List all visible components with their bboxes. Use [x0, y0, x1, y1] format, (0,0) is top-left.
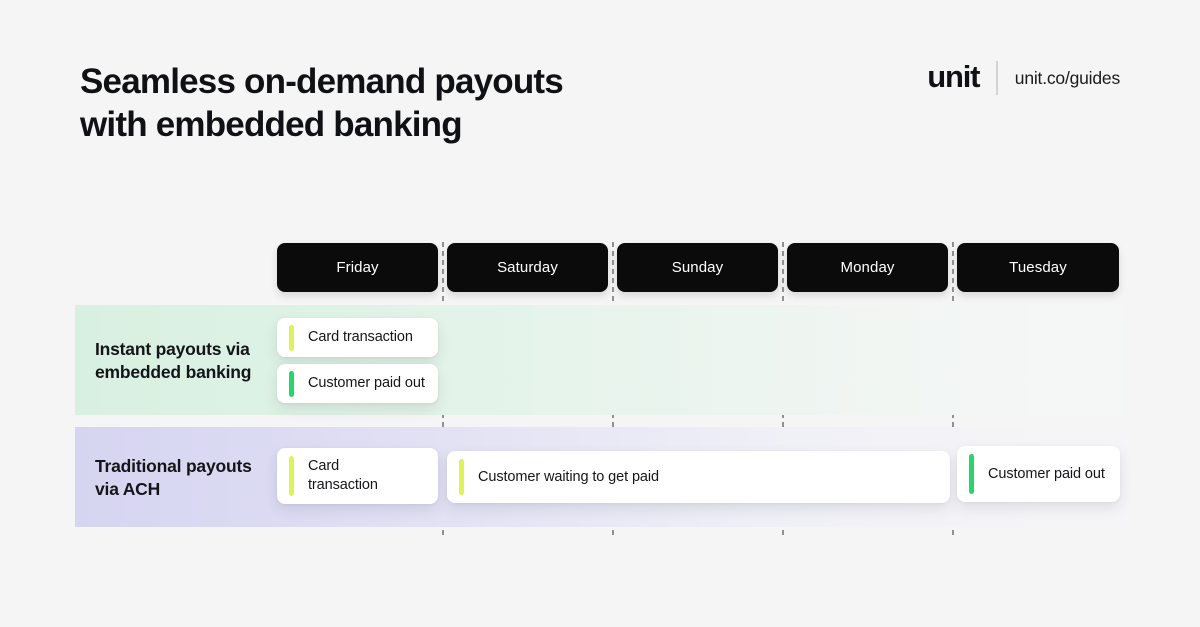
- page-title: Seamless on-demand payouts with embedded…: [80, 60, 564, 146]
- event-card-label: Customer waiting to get paid: [478, 468, 659, 485]
- row-label-instant-payouts: Instant payouts via embedded banking: [95, 338, 251, 383]
- brand-site-url: unit.co/guides: [1014, 67, 1120, 88]
- row-label-traditional-ach: Traditional payouts via ACH: [95, 455, 252, 500]
- brand-block: unit unit.co/guides: [927, 58, 1120, 98]
- event-card-customer-paid-out: Customer paid out: [277, 364, 438, 403]
- day-header-friday: Friday: [277, 243, 438, 292]
- event-card-label: Card transaction: [308, 458, 378, 493]
- accent-bar: [289, 370, 294, 397]
- row-label-line1: Traditional payouts: [95, 456, 252, 476]
- day-header-saturday: Saturday: [447, 243, 608, 292]
- row-band-instant-payouts: [75, 305, 1125, 415]
- event-card-customer-waiting: Customer waiting to get paid: [447, 451, 950, 503]
- event-card-card-transaction: Card transaction: [277, 318, 438, 357]
- event-card-label: Customer paid out: [308, 375, 425, 391]
- unit-logo: unit: [927, 59, 980, 94]
- day-header-monday: Monday: [787, 243, 948, 292]
- day-header-sunday: Sunday: [617, 243, 778, 292]
- event-card-customer-paid-out: Customer paid out: [957, 446, 1120, 502]
- accent-bar: [969, 454, 974, 494]
- event-card-label: Customer paid out: [988, 465, 1105, 482]
- accent-bar: [289, 324, 294, 351]
- row-label-line1: Instant payouts via: [95, 339, 250, 359]
- event-card-label: Card transaction: [308, 329, 413, 345]
- accent-bar: [289, 456, 294, 496]
- event-card-card-transaction: Card transaction: [277, 448, 438, 504]
- row-label-line2: embedded banking: [95, 361, 252, 382]
- accent-bar: [459, 459, 464, 495]
- brand-divider: [996, 61, 998, 95]
- page-title-line1: Seamless on-demand payouts: [80, 62, 564, 101]
- row-label-line2: via ACH: [95, 478, 161, 499]
- page-title-line2: with embedded banking: [80, 105, 463, 144]
- day-header-tuesday: Tuesday: [957, 243, 1119, 292]
